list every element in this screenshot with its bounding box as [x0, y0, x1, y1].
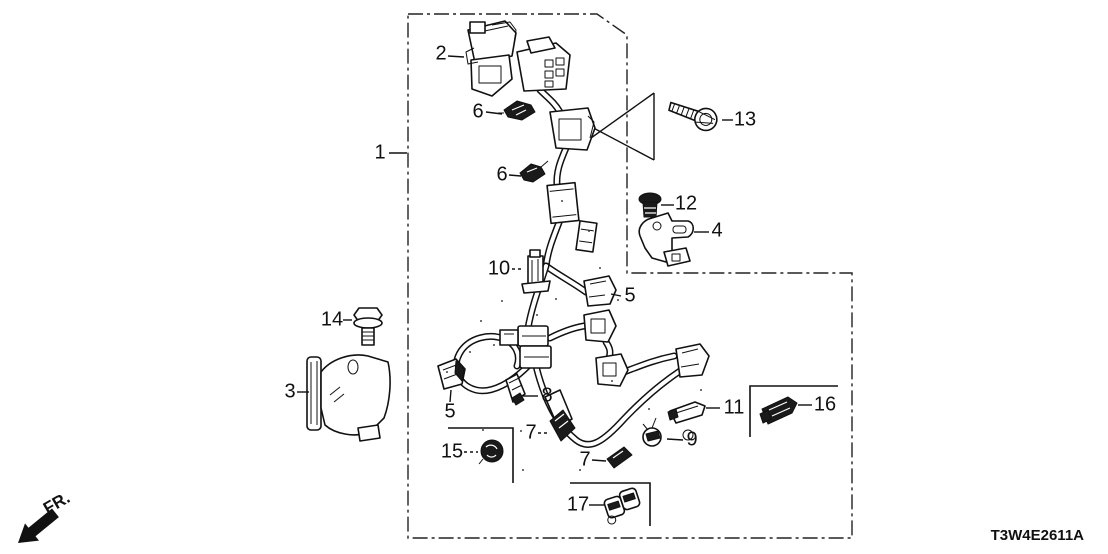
bracket-box-part16	[749, 385, 838, 437]
callout-part-3: 3	[284, 380, 296, 403]
part4-bracket	[638, 212, 695, 267]
callout-part-7b: 7	[579, 448, 591, 471]
callout-part-5b: 5	[444, 400, 456, 423]
bracket-pointer-part13	[583, 92, 655, 161]
callout-part-16: 16	[813, 393, 837, 416]
harness-connector-right	[675, 343, 710, 378]
harness-flat-tab	[575, 220, 598, 253]
part10-clip	[521, 249, 551, 294]
harness-connector-center	[583, 309, 617, 343]
part13-bolt	[668, 101, 718, 132]
part11-clip	[667, 401, 706, 424]
part5b-clip	[437, 358, 466, 390]
stipple-texture	[446, 200, 702, 471]
harness-block-connectors	[499, 325, 552, 369]
harness-connector-top	[516, 36, 571, 92]
callout-part-10: 10	[487, 257, 511, 280]
part9-clip	[642, 417, 694, 447]
harness-connector-mid	[549, 107, 596, 151]
part7b-clip	[606, 446, 633, 469]
callout-part-2: 2	[435, 42, 447, 65]
leader-lines	[297, 55, 812, 506]
part5-upper-connector	[583, 275, 617, 307]
callout-part-15: 15	[440, 440, 464, 463]
part3-bracket	[306, 354, 391, 442]
callout-part-1: 1	[374, 141, 386, 164]
part16-clip	[759, 396, 798, 425]
part15-clip	[478, 439, 504, 465]
part6a-sensor	[498, 100, 536, 121]
part14-bolt	[353, 307, 383, 346]
callout-part-8: 8	[541, 384, 553, 407]
diagram-code: T3W4E2611A	[990, 527, 1084, 544]
callout-part-4: 4	[711, 219, 723, 242]
bracket-box-part17	[570, 482, 651, 526]
part12-grommet	[638, 192, 662, 218]
bracket-box-part15	[448, 427, 514, 483]
part7a-clip	[549, 409, 576, 442]
part17-clip	[603, 487, 641, 525]
callout-part-12: 12	[674, 192, 698, 215]
harness-tape-wrap	[546, 181, 580, 225]
fr-direction-arrow	[18, 508, 59, 543]
callout-part-6a: 6	[472, 100, 484, 123]
callout-part-6b: 6	[496, 163, 508, 186]
harness-boundary-outline	[407, 13, 853, 539]
callout-part-13: 13	[733, 108, 757, 131]
callout-part-17: 17	[566, 493, 590, 516]
harness-connector-lower	[595, 353, 629, 387]
callout-part-5a: 5	[624, 284, 636, 307]
callout-part-11: 11	[723, 396, 745, 419]
part6b-sensor	[519, 160, 549, 183]
callout-part-14: 14	[320, 308, 344, 331]
callout-part-7a: 7	[525, 421, 537, 444]
harness-wires	[452, 86, 684, 448]
part2-connector	[465, 20, 517, 97]
callout-part-9: 9	[686, 428, 698, 451]
part8-clip	[505, 373, 526, 406]
